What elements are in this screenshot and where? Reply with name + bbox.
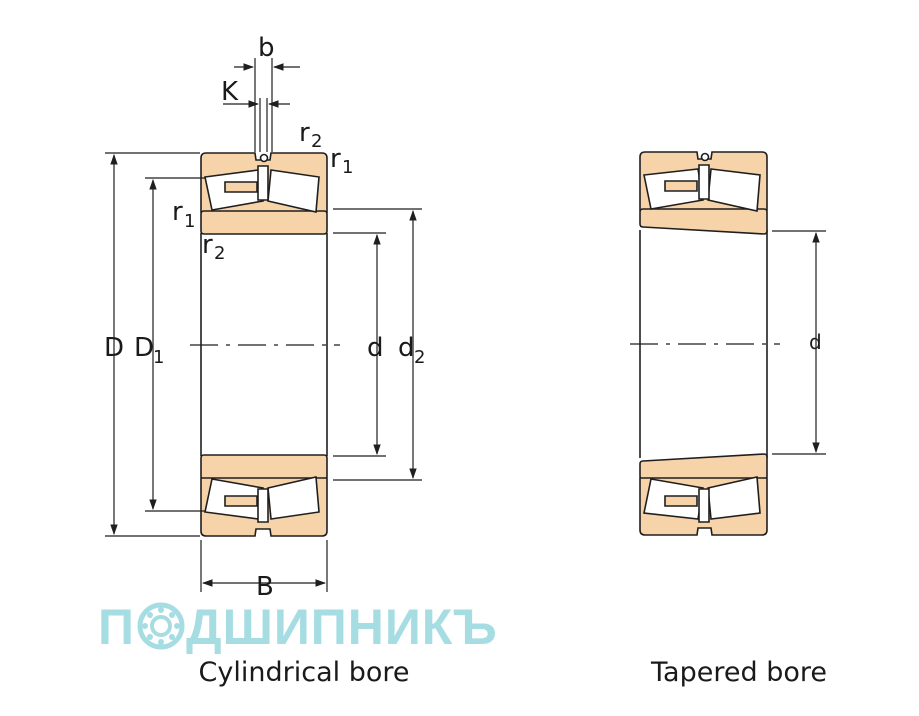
top-section [200,152,328,235]
watermark-text-right: ДШИПНИКЪ [186,599,498,655]
label-r1-top: r [330,144,341,174]
tapered-cage-bottom [664,495,698,507]
cylindrical-bearing [190,152,340,537]
tapered-inner-ring-top [639,208,768,235]
tapered-top-section [639,151,768,235]
tapered-bottom-section [639,453,768,536]
label-D1-sub: 1 [153,347,164,368]
label-r2-top: r [299,118,310,148]
lubrication-hole-top [259,153,269,163]
roller-bottom-right [267,476,320,520]
caption-tapered: Tapered bore [650,657,827,688]
label-K: K [221,77,239,107]
label-r2-left: r [202,230,213,260]
guide-ring-bottom [257,488,269,523]
tapered-roller-bottom-right [707,476,761,520]
labels-cylindrical: b K r 2 r 1 r 1 r 2 D D 1 d d 2 B [104,33,425,602]
label-r1-left: r [172,197,183,227]
inner-ring-bottom [200,454,328,480]
roller-top-right [267,169,320,213]
tapered-guide-ring-bottom [698,488,710,523]
watermark-logo: П ДШИПНИКЪ [98,599,498,655]
dimensions-cylindrical [105,58,422,592]
tapered-bearing [630,151,780,536]
label-D1: D [134,333,154,363]
tapered-lubrication-hole [700,152,710,162]
label-d2: d [398,333,415,363]
inner-ring-top [200,210,328,235]
label-r2-top-sub: 2 [311,131,322,152]
bottom-section [200,454,328,537]
tapered-cage-top [664,180,698,192]
label-B: B [256,572,274,602]
label-d: d [367,333,384,363]
label-r1-left-sub: 1 [184,211,195,232]
guide-ring-top [257,165,269,201]
tapered-inner-ring-bottom [639,453,768,480]
dimensions-tapered [772,230,826,455]
label-D: D [104,333,124,363]
label-r2-left-sub: 2 [214,243,225,264]
label-b: b [258,33,275,63]
tapered-guide-ring-top [698,164,710,200]
watermark-text-left: П [98,599,135,655]
caption-cylindrical: Cylindrical bore [199,657,410,688]
cage-top [224,181,258,193]
cage-bottom [224,495,258,507]
label-d2-sub: 2 [414,347,425,368]
label-d-tapered: d [809,330,822,354]
label-r1-top-sub: 1 [342,157,353,178]
bearing-icon [137,602,185,650]
